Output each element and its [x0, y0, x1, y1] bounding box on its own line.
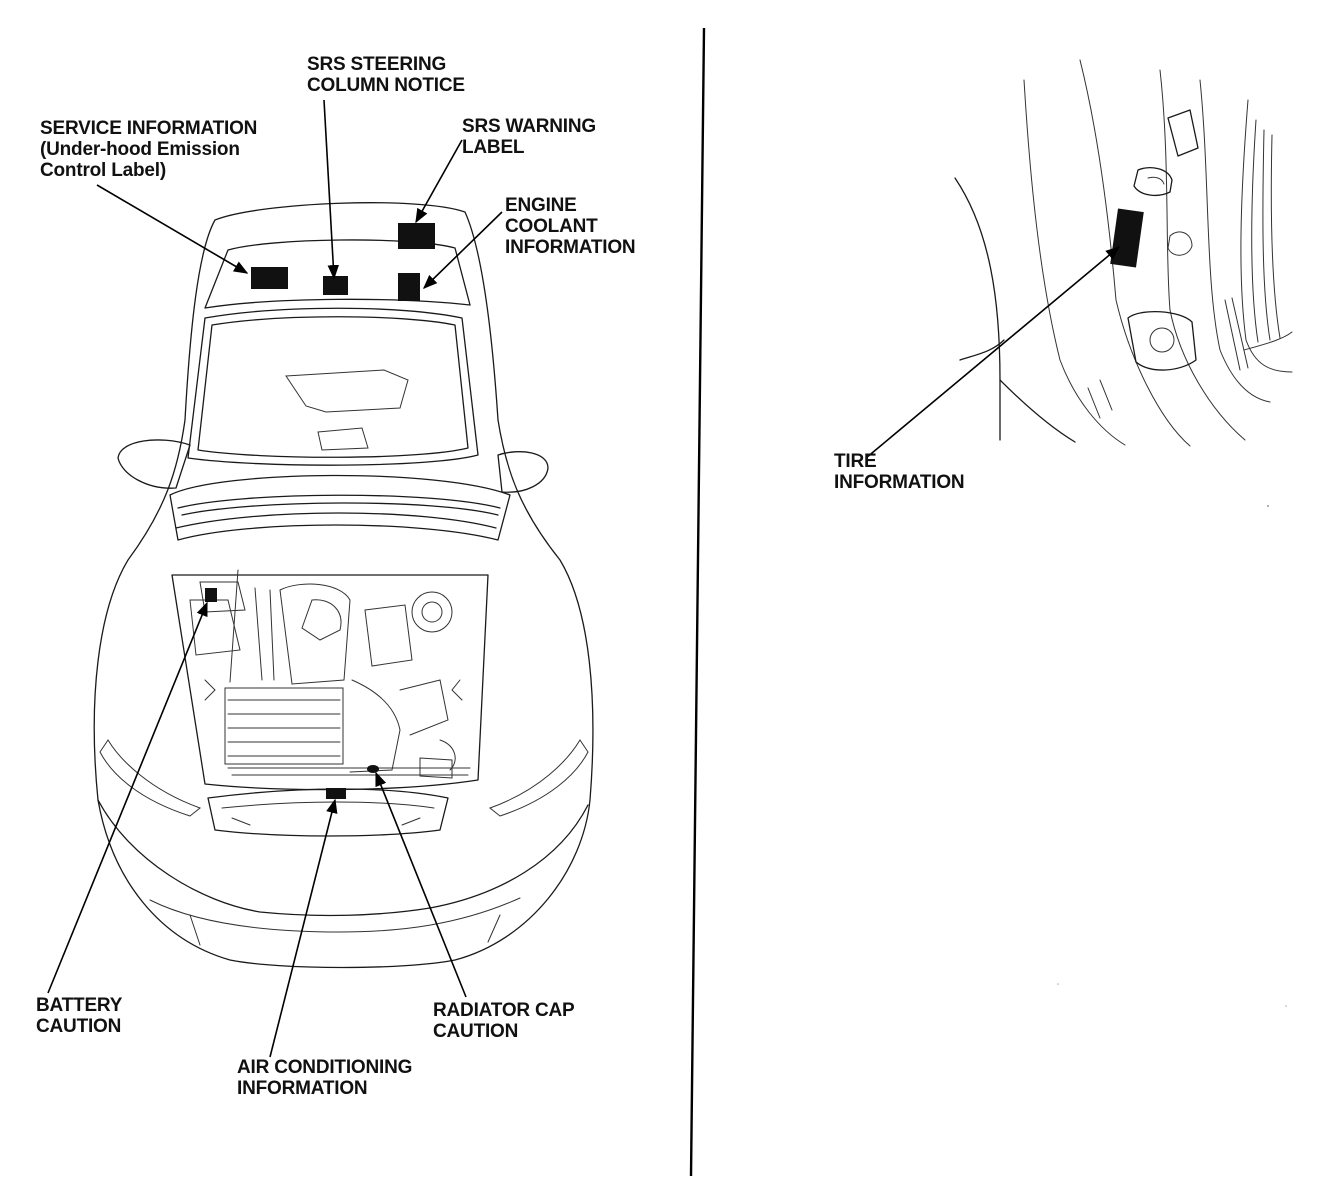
battery-tag [205, 588, 217, 602]
service-information-line-3: Control Label) [40, 160, 166, 181]
radiator-cap-line-2: CAUTION [433, 1021, 519, 1042]
srs-warning-tag [398, 223, 435, 249]
air-conditioning-line-1: AIR CONDITIONING [237, 1057, 413, 1078]
radiator-cap-line-1: RADIATOR CAP [433, 1000, 575, 1021]
engine-coolant-line-2: COOLANT [505, 216, 598, 237]
engine-coolant-information-label: ENGINE COOLANT INFORMATION [505, 195, 636, 258]
label-tags [205, 223, 435, 799]
battery-caution-label: BATTERY CAUTION [36, 995, 122, 1037]
battery-caution-line-2: CAUTION [36, 1016, 122, 1037]
srs-steering-line-2: COLUMN NOTICE [307, 75, 465, 96]
srs-steering-column-notice-label: SRS STEERING COLUMN NOTICE [307, 54, 465, 96]
door-jamb-view [954, 59, 1293, 447]
tire-information-label: TIRE INFORMATION [834, 451, 965, 493]
tire-information-line-1: TIRE [834, 451, 877, 472]
car-top-view [93, 202, 594, 969]
service-information-label: SERVICE INFORMATION (Under-hood Emission… [40, 118, 257, 181]
air-conditioning-information-label: AIR CONDITIONING INFORMATION [237, 1057, 412, 1099]
srs-warning-label: SRS WARNING LABEL [462, 116, 596, 158]
air-conditioning-tag [326, 788, 346, 799]
radiator-cap-tag [367, 765, 379, 773]
tire-information-line-2: INFORMATION [834, 472, 965, 493]
srs-steering-line-1: SRS STEERING [307, 54, 447, 75]
service-info-tag [251, 267, 288, 289]
srs-steering-tag [323, 276, 348, 295]
engine-coolant-tag [398, 273, 420, 301]
service-information-line-1: SERVICE INFORMATION [40, 118, 258, 139]
radiator-cap-caution-label: RADIATOR CAP CAUTION [433, 1000, 575, 1042]
tire-leader-line [865, 246, 1121, 459]
engine-coolant-line-1: ENGINE [505, 195, 577, 216]
battery-caution-line-1: BATTERY [36, 995, 123, 1016]
tire-info-tag [1110, 208, 1144, 268]
engine-coolant-line-3: INFORMATION [505, 237, 636, 258]
srs-warning-line-1: SRS WARNING [462, 116, 596, 137]
car-leader-lines [47, 99, 503, 1058]
srs-warning-line-2: LABEL [462, 137, 525, 158]
air-conditioning-line-2: INFORMATION [237, 1078, 368, 1099]
service-information-line-2: (Under-hood Emission [40, 139, 240, 160]
panel-divider [689, 27, 706, 1177]
